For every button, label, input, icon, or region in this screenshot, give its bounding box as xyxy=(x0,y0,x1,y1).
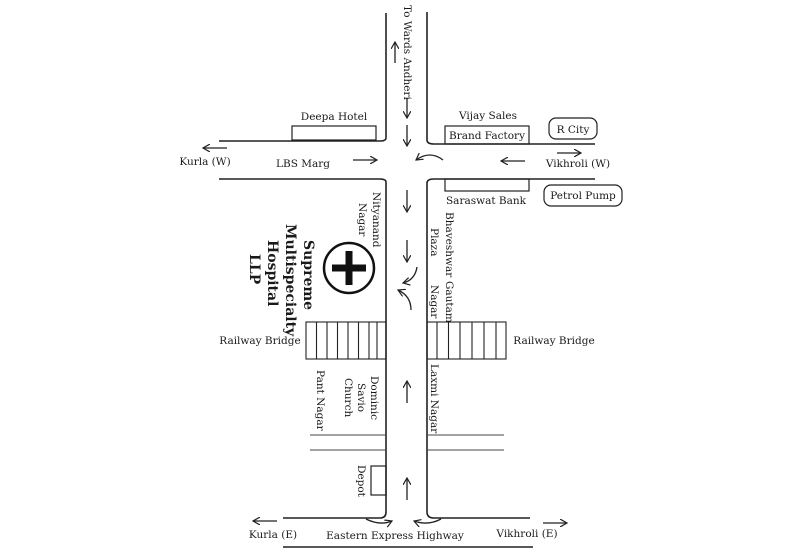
side-lane-lines xyxy=(310,434,504,451)
depot-label: Depot xyxy=(355,465,367,498)
brand-factory-label: Brand Factory xyxy=(449,130,525,142)
deepa-hotel-box xyxy=(291,125,377,141)
laxmi-nagar-label: Laxmi Nagar xyxy=(428,364,440,434)
r-city-box xyxy=(548,117,598,140)
svg-text:Supreme: Supreme xyxy=(300,240,316,310)
eastern-express-highway-label: Eastern Express Highway xyxy=(326,530,464,542)
railway-bridge-right-label: Railway Bridge xyxy=(513,335,594,347)
r-city-label: R City xyxy=(557,124,590,136)
hospital-cross-icon xyxy=(322,241,376,295)
brand-factory-box xyxy=(444,125,530,145)
lbs-marg-label: LBS Marg xyxy=(276,158,330,170)
kurla-w-label: Kurla (W) xyxy=(179,156,230,168)
towards-andheri-label: To Wards Andheri xyxy=(401,5,413,101)
hospital-name-label: Supreme Multispecialty Hospital LLP xyxy=(246,224,316,337)
svg-text:Nagar: Nagar xyxy=(428,285,440,319)
nityanand-nagar-label: Nityanand Nagar xyxy=(356,192,382,248)
svg-text:Multispecialty: Multispecialty xyxy=(282,224,298,337)
curved-arrow-icon xyxy=(414,518,442,523)
bhaveshwar-plaza-label: Bhaveshwar Plaza xyxy=(428,212,455,278)
svg-text:Nagar: Nagar xyxy=(356,203,368,237)
svg-text:Hospital: Hospital xyxy=(264,240,280,306)
saraswat-bank-label: Saraswat Bank xyxy=(446,195,527,207)
railway-bridge-left-label: Railway Bridge xyxy=(219,335,300,347)
vijay-sales-label: Vijay Sales xyxy=(458,110,517,122)
curved-arrow-icon xyxy=(403,266,418,283)
petrol-pump-box xyxy=(543,184,623,207)
railway-bridge-right xyxy=(426,321,507,360)
vikhroli-w-label: Vikhroli (W) xyxy=(545,158,610,170)
u-turn-arrow-icon xyxy=(416,155,444,160)
curved-arrow-icon xyxy=(398,290,412,311)
deepa-hotel-label: Deepa Hotel xyxy=(301,111,368,123)
svg-text:LLP: LLP xyxy=(246,254,262,285)
main-vertical-road xyxy=(379,12,435,519)
svg-text:Church: Church xyxy=(342,378,354,417)
petrol-pump-label: Petrol Pump xyxy=(550,190,616,202)
gautam-nagar-label: Gautam Nagar xyxy=(428,281,455,323)
pant-nagar-label: Pant Nagar xyxy=(314,370,326,432)
depot-box xyxy=(370,465,387,496)
traffic-arrows xyxy=(203,42,581,523)
dominic-savio-church-label: Dominic Savio Church xyxy=(342,376,380,420)
svg-text:Plaza: Plaza xyxy=(428,228,440,256)
svg-text:Savio: Savio xyxy=(355,383,367,412)
svg-text:Nityanand: Nityanand xyxy=(370,192,382,248)
eastern-express-highway xyxy=(283,517,533,548)
svg-text:Bhaveshwar: Bhaveshwar xyxy=(443,212,455,278)
vikhroli-e-label: Vikhroli (E) xyxy=(495,528,557,540)
curved-arrow-icon xyxy=(365,518,392,523)
railway-bridge-left xyxy=(305,321,387,360)
kurla-e-label: Kurla (E) xyxy=(249,529,297,541)
saraswat-bank-box xyxy=(444,178,530,192)
svg-text:Dominic: Dominic xyxy=(368,376,380,420)
svg-text:Gautam: Gautam xyxy=(443,281,455,323)
